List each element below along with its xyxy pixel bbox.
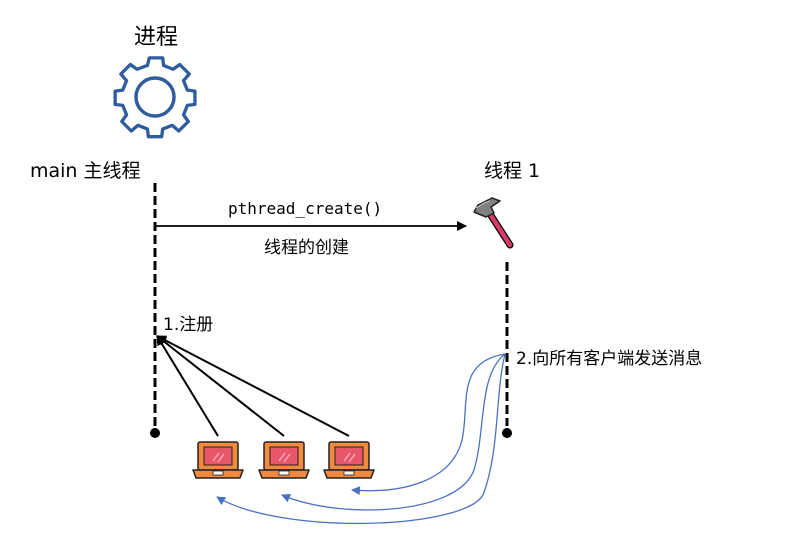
broadcast-arrow-3 [351, 353, 506, 496]
gear-icon [113, 56, 197, 139]
laptop-icon [258, 441, 310, 479]
thread1-label: 线程 1 [484, 160, 541, 182]
register-arrow-3 [156, 335, 350, 437]
register-arrow-2 [156, 335, 285, 437]
hammer-icon [473, 197, 514, 249]
main-thread-label: main 主线程 [30, 160, 141, 182]
laptop-icon [323, 441, 375, 479]
register-arrow-1 [156, 335, 219, 437]
register-label: 1.注册 [163, 315, 214, 335]
process-label: 进程 [134, 25, 179, 50]
main-thread-end-dot [150, 428, 160, 438]
create-call-label: pthread_create() [228, 199, 383, 218]
thread1-end-dot [502, 428, 512, 438]
broadcast-arrow-1 [216, 353, 506, 525]
broadcast-label: 2.向所有客户端发送消息 [516, 349, 703, 369]
broadcast-arrow-2 [281, 353, 506, 511]
create-caption: 线程的创建 [264, 238, 349, 258]
laptop-icon [192, 441, 244, 479]
